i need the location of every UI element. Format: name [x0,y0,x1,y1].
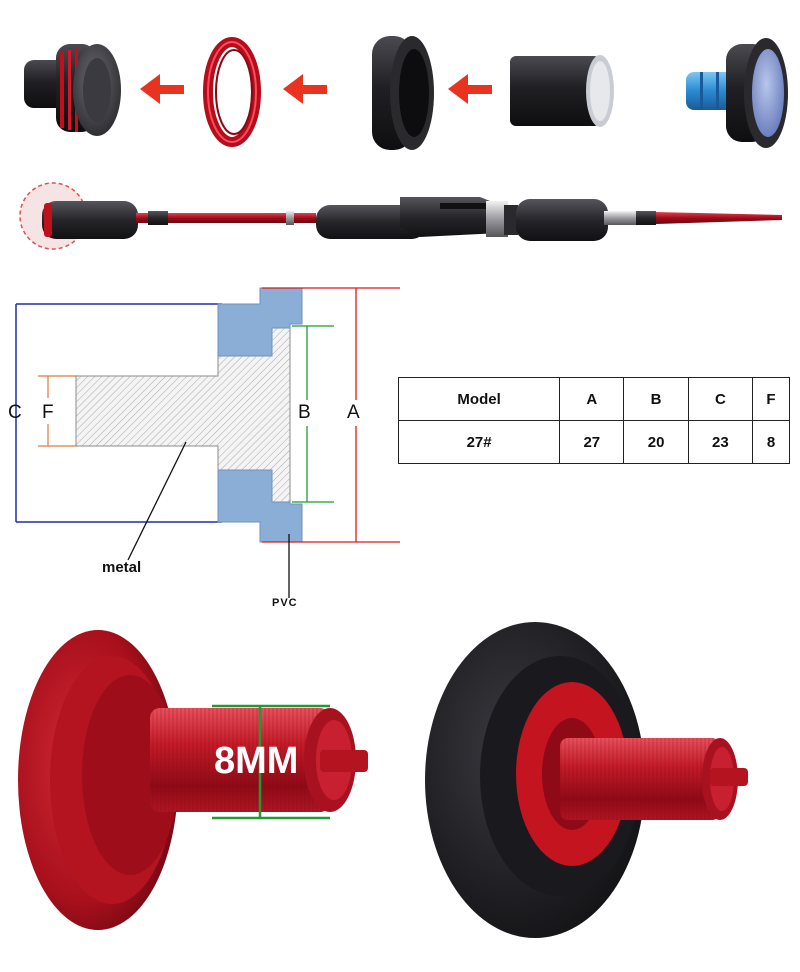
spec-header-c: C [687,377,754,421]
dimension-f-lines [38,375,78,447]
label-pvc: PVC [272,597,298,609]
spec-table-header-row: Model A B C F [397,377,790,421]
metal-leader-line [127,441,187,561]
front-grip [516,199,608,241]
label-a: A [347,402,360,423]
spec-header-b: B [623,377,689,421]
shaft-diameter-marker [212,704,330,820]
label-metal: metal [102,559,142,576]
spec-cell-model: 27# [397,420,561,464]
rear-grip [42,201,138,239]
red-metal-insert-photo [18,630,368,930]
spec-cell-b: 20 [623,420,689,464]
black-insert-cylinder [510,55,614,127]
pvc-section-top [217,287,303,357]
fore-grip [316,205,426,239]
product-photos [18,622,748,938]
arrow-left-icon [283,74,327,104]
shaft-diameter-label: 8MM [214,740,299,782]
dimension-a-lines [262,287,400,543]
spec-table: Model A B C F 27# 27 20 23 8 [397,377,790,464]
spec-cell-f: 8 [752,420,790,464]
fishing-rod-illustration [19,182,782,250]
spec-header-a: A [559,377,625,421]
spec-header-f: F [752,377,790,421]
exploded-parts-row [24,36,788,150]
spec-table-row: 27# 27 20 23 8 [397,420,790,464]
pvc-section-bottom [217,469,303,543]
label-c: C [8,402,22,423]
spec-cell-a: 27 [559,420,625,464]
black-pvc-cap-photo [425,622,748,938]
dimension-diagram [15,287,400,598]
black-pvc-cup [372,36,434,150]
arrow-left-icon [448,74,492,104]
dimension-b-lines [292,325,334,503]
dimension-c-lines [15,303,222,523]
blue-metal-post [686,38,788,148]
label-b: B [298,402,311,423]
spec-header-model: Model [397,377,561,421]
label-f: F [42,402,54,423]
arrow-left-icon [140,74,184,104]
assembled-butt-cap [24,44,121,136]
red-trim-ring [203,37,261,147]
spec-cell-c: 23 [687,420,754,464]
